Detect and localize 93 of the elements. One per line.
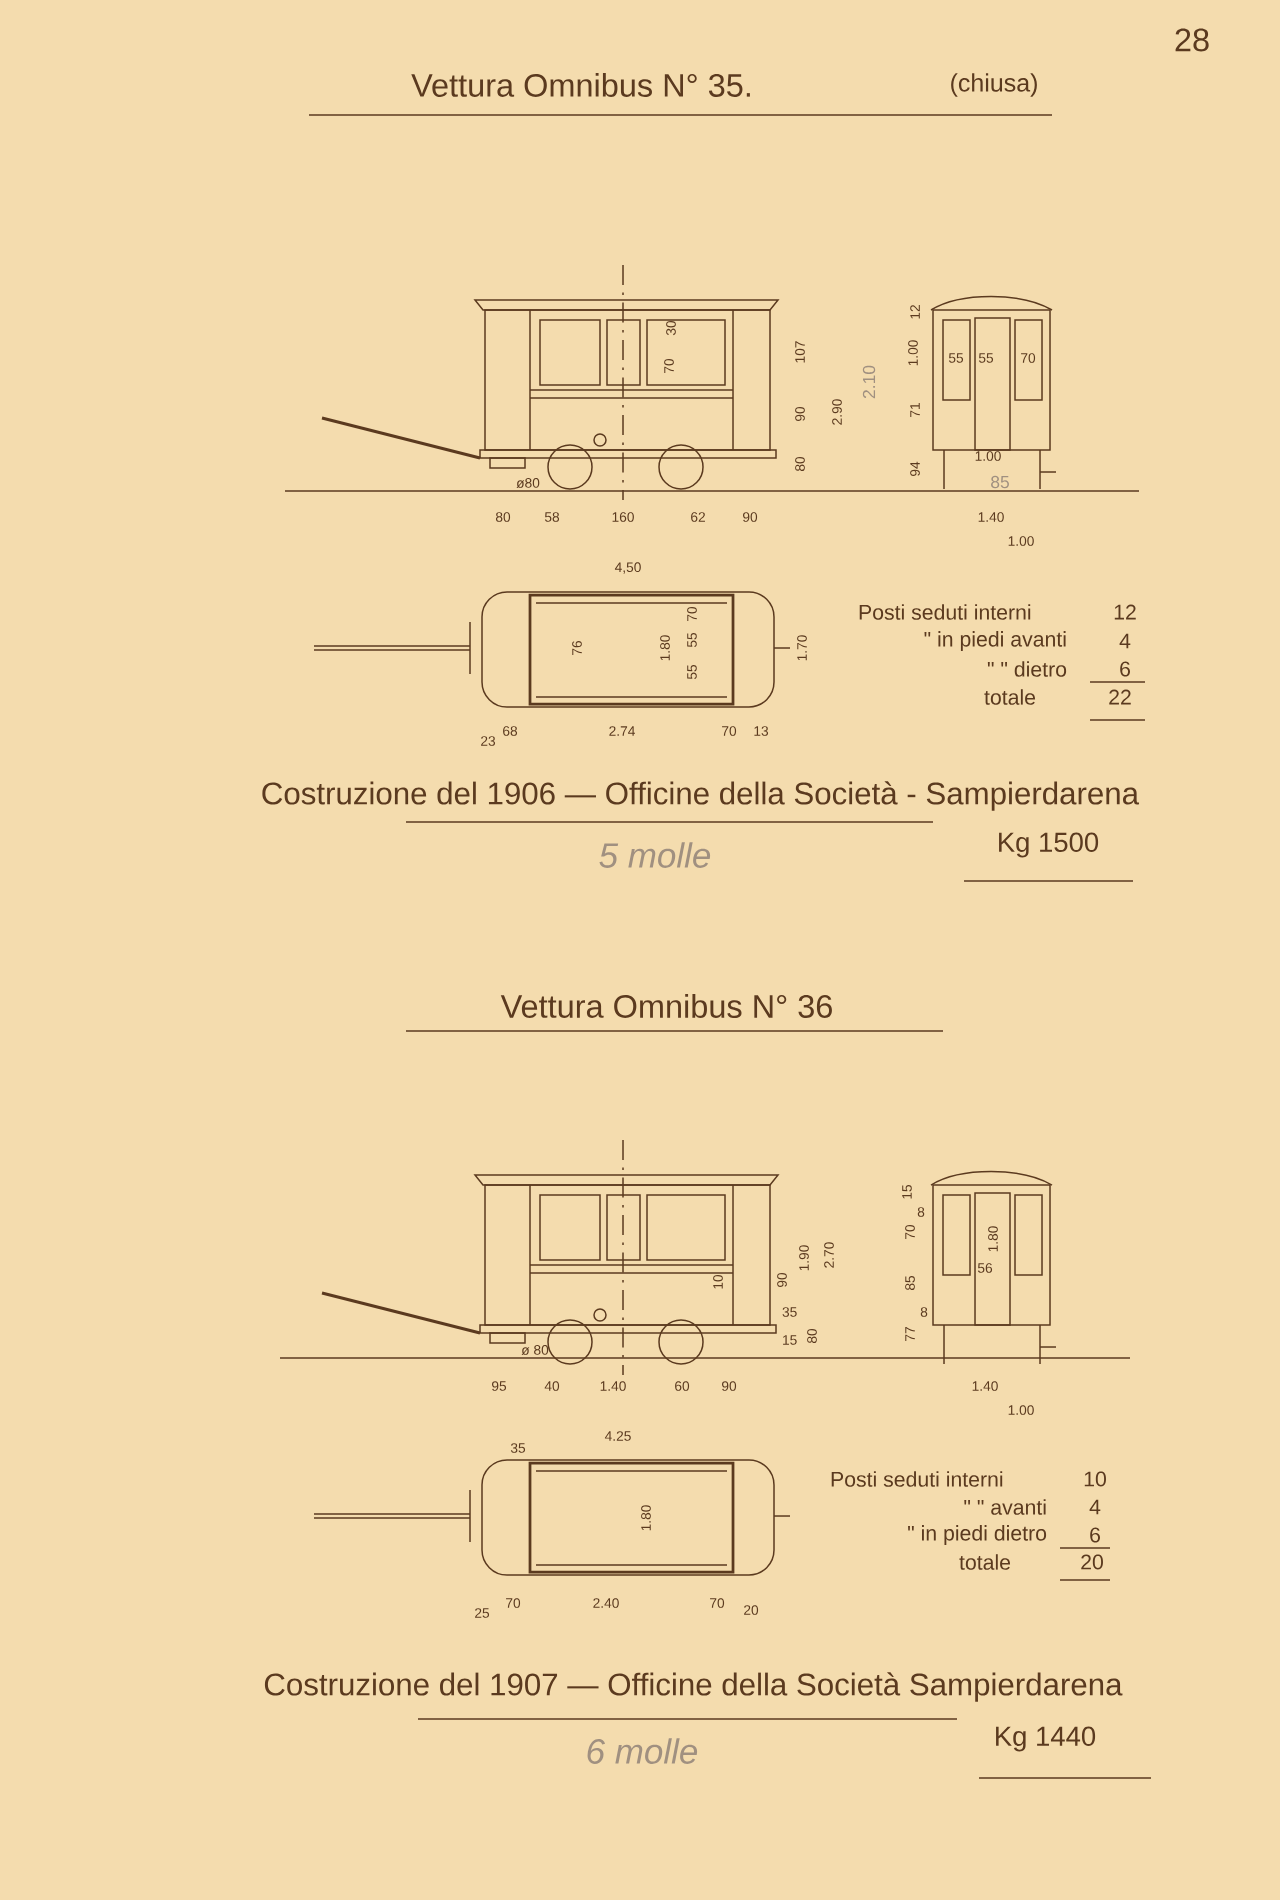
dimension-label: 30 (666, 320, 676, 336)
dimension-label: 1.80 (988, 1226, 998, 1252)
dimension-label: 80 (495, 512, 511, 522)
dimension-label: 2.40 (593, 1598, 619, 1608)
dimension-label: 70 (722, 726, 737, 736)
dimension-label: 70 (710, 1598, 725, 1608)
dimension-label: 55 (687, 664, 697, 680)
dimension-label: 68 (503, 726, 518, 736)
seating-text: Posti seduti interni (859, 604, 1031, 620)
dimension-label: ø80 (516, 478, 540, 488)
weight-label: Kg 1500 (999, 832, 1099, 858)
dimension-label: 35 (510, 1443, 526, 1453)
seating-text: 10 (1084, 1471, 1106, 1487)
page-number: 28 (1175, 28, 1209, 52)
dimension-label: 10 (713, 1274, 723, 1289)
dimension-label: 15 (783, 1335, 797, 1345)
dimension-label: 90 (795, 406, 805, 422)
dimension-label: 8 (917, 1207, 925, 1217)
weight-label: Kg 1440 (996, 1726, 1096, 1752)
seating-text: totale (959, 1554, 1011, 1570)
dimension-label: 58 (544, 512, 560, 522)
dimension-label: 1.00 (908, 340, 918, 366)
dimension-label: 70 (687, 606, 697, 621)
dimension-label: 23 (481, 736, 496, 746)
dimension-label: 1.80 (660, 635, 670, 661)
seating-text: 6 (1120, 661, 1130, 677)
dimension-label: 1.80 (641, 1505, 651, 1531)
dimension-label: 13 (754, 726, 769, 736)
dimension-label: 55 (687, 632, 697, 648)
dimension-label: 90 (722, 1381, 737, 1391)
dimension-label: 70 (664, 358, 674, 373)
drawing-title: Vettura Omnibus N° 36 (500, 994, 832, 1018)
dimension-label: 70 (905, 1224, 915, 1239)
seating-text: " in piedi dietro (908, 1525, 1047, 1545)
dimension-label: 2.74 (609, 726, 635, 736)
dimension-label: 1.00 (1008, 1405, 1034, 1415)
dimension-label: 62 (691, 512, 705, 522)
dimension-label: 85 (905, 1275, 915, 1291)
dimension-label: ø 80 (521, 1345, 549, 1355)
dimension-label: 25 (475, 1608, 490, 1618)
construction-note: Costruzione del 1906 — Officine della Società - Sampierdarena (262, 781, 1140, 811)
dimension-label: 107 (795, 341, 805, 363)
seating-text: 20 (1081, 1554, 1103, 1570)
seating-text: 12 (1114, 604, 1136, 620)
dimension-label: 20 (744, 1605, 759, 1615)
dimension-label: 1.40 (600, 1381, 626, 1391)
dimension-label: 8 (920, 1307, 928, 1317)
seating-text: 4 (1119, 633, 1131, 649)
dimension-label: 4.25 (604, 1431, 631, 1441)
dimension-label: 1.00 (1008, 536, 1034, 546)
seating-text: totale (984, 689, 1036, 705)
dimension-label: 160 (612, 512, 634, 522)
dimension-label: 1.40 (978, 512, 1004, 522)
seating-text: 22 (1109, 689, 1131, 705)
dimension-label: 1.00 (975, 451, 1001, 461)
dimension-label: 80 (807, 1328, 817, 1344)
seating-text: " in piedi avanti (924, 631, 1066, 651)
dimension-label: 35 (782, 1307, 797, 1317)
dimension-label: 90 (743, 512, 758, 522)
dimension-label: 12 (910, 305, 920, 319)
dimension-label: 70 (506, 1598, 521, 1608)
seating-text: 4 (1089, 1499, 1101, 1515)
dimension-label: 1.40 (972, 1381, 998, 1391)
dimension-label: 2.90 (832, 399, 842, 425)
dimension-label: 90 (777, 1272, 787, 1288)
seating-text: Posti seduti interni (831, 1471, 1003, 1487)
pencil-note: 85 (991, 475, 1009, 489)
construction-note: Costruzione del 1907 — Officine della Società Sampierdarena (264, 1672, 1123, 1702)
dimension-label: 55 (948, 353, 964, 363)
dimension-label: 2.70 (824, 1242, 834, 1268)
pencil-note: 6 molle (587, 1738, 698, 1764)
seating-text: " " dietro (987, 661, 1067, 677)
dimension-label: 40 (544, 1381, 560, 1391)
dimension-label: 77 (905, 1327, 915, 1341)
dimension-label: 76 (572, 640, 582, 655)
seating-text: 6 (1090, 1527, 1100, 1543)
dimension-label: 1.70 (797, 635, 807, 661)
pencil-note: 5 molle (599, 842, 711, 868)
dimension-label: 1.90 (799, 1245, 809, 1271)
drawing-title: Vettura Omnibus N° 35. (411, 73, 750, 97)
dimension-label: 55 (978, 353, 994, 363)
dimension-label: 60 (675, 1381, 690, 1391)
seating-text: " " avanti (964, 1499, 1046, 1515)
dimension-label: 71 (910, 403, 920, 417)
dimension-label: 4,50 (614, 562, 641, 574)
dimension-label: 94 (910, 461, 920, 477)
title-note: (chiusa) (951, 73, 1037, 97)
dimension-label: 80 (795, 456, 805, 472)
dimension-label: 56 (977, 1263, 993, 1273)
dimension-label: 15 (902, 1184, 912, 1199)
dimension-label: 95 (492, 1381, 507, 1391)
dimension-label: 70 (1021, 353, 1036, 363)
pencil-note: 2.10 (862, 365, 876, 399)
